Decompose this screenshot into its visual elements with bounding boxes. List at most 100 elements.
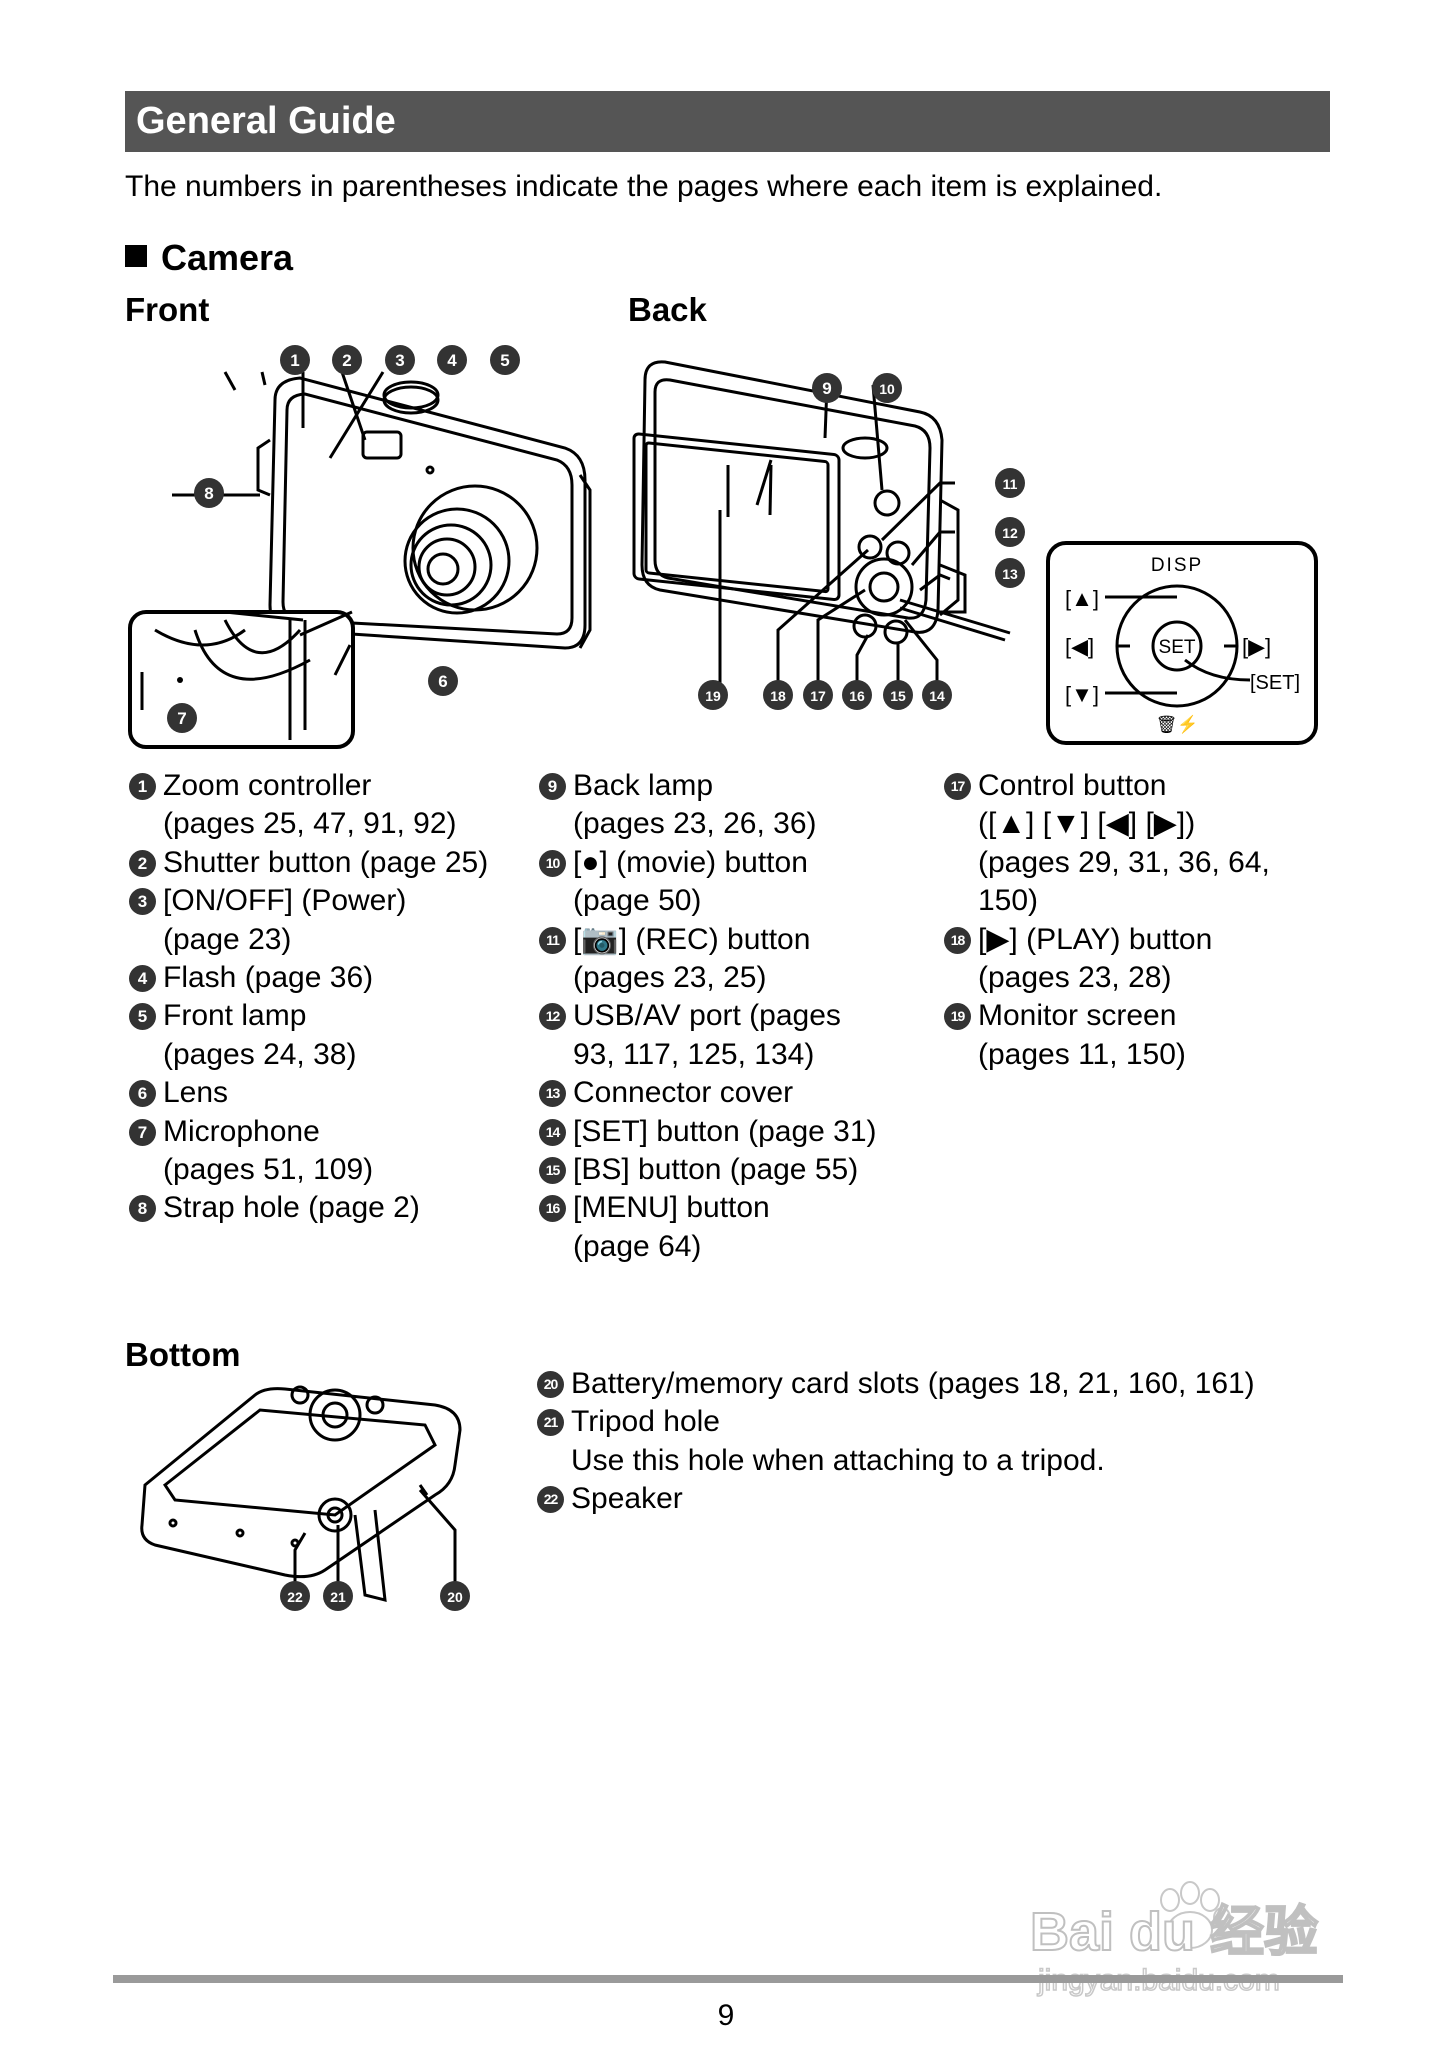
camera-heading-label: Camera <box>161 237 294 278</box>
bottom-leaders <box>293 1489 457 1588</box>
page-number: 9 <box>717 1999 735 2032</box>
front-callout-1: 1 <box>280 345 310 375</box>
items-bottom: 20 Battery/memory card slots (pages 18, 2… <box>533 1365 1333 1519</box>
baidu-watermark: Bai du 经验 jingyan.baidu.com <box>1030 1881 1319 1998</box>
front-heading: Front <box>125 291 210 328</box>
header-bar <box>125 91 1330 152</box>
svg-text:1: 1 <box>290 351 299 370</box>
dpad-inset: DISP [▲] [◀] [▶] [▼] SET [SET] 🗑⚡ <box>1046 541 1318 745</box>
item-text: [▶] (PLAY) button (pages 23, 28) <box>978 922 1213 995</box>
item-text: Zoom controller (pages 25, 47, 91, 92) <box>163 769 457 841</box>
back-callout-15: 15 <box>883 680 913 710</box>
list-item: 18[▶] (PLAY) button (pages 23, 28) <box>940 921 1340 998</box>
item-text: [ON/OFF] (Power) (page 23) <box>163 884 407 956</box>
item-text: [●] (movie) button (page 50) <box>573 845 808 918</box>
dpad-disp-label: DISP <box>1151 555 1203 576</box>
back-callout-16: 16 <box>842 680 872 710</box>
svg-text:5: 5 <box>500 351 509 370</box>
bottom-callout-22: 22 <box>280 1581 310 1611</box>
dpad-up-label: [▲] <box>1065 586 1099 611</box>
callout-number: 3 <box>129 888 156 916</box>
back-callout-9: 9 <box>812 373 842 403</box>
dpad-left-label: [◀] <box>1065 634 1094 659</box>
bottom-heading: Bottom <box>125 1336 241 1373</box>
item-text: Speaker <box>571 1482 683 1516</box>
callout-number: 8 <box>129 1195 156 1223</box>
svg-text:19: 19 <box>705 688 721 704</box>
svg-text:3: 3 <box>395 351 404 370</box>
callout-number: 4 <box>129 965 156 993</box>
callout-number: 1 <box>129 773 156 800</box>
dpad-right-label: [▶] <box>1242 634 1271 659</box>
back-callout-13: 13 <box>995 558 1025 588</box>
back-callout-10: 10 <box>872 373 902 403</box>
front-callout-2: 2 <box>332 345 362 375</box>
dpad-down-label: [▼] <box>1065 682 1099 707</box>
back-callout-18: 18 <box>763 680 793 710</box>
callout-number: 20 <box>537 1371 564 1398</box>
bottom-callout-20: 20 <box>440 1581 470 1611</box>
svg-text:8: 8 <box>204 484 213 503</box>
watermark-main: Bai du 经验 <box>1030 1902 1318 1962</box>
item-text: Strap hole (page 2) <box>163 1191 420 1225</box>
svg-text:7: 7 <box>177 709 186 728</box>
list-item: 9 Back lamp (pages 23, 26, 36) <box>535 767 935 844</box>
callout-number: 22 <box>537 1486 564 1514</box>
bottom-callout-21: 21 <box>323 1581 353 1611</box>
svg-text:20: 20 <box>447 1589 463 1605</box>
back-camera-illustration: 9 10 11 12 13 14 15 16 17 18 19 DISP [▲]… <box>632 360 1318 745</box>
svg-text:14: 14 <box>929 688 945 704</box>
front-leaders <box>140 371 385 710</box>
callout-number: 19 <box>944 1003 971 1031</box>
svg-text:22: 22 <box>287 1589 303 1605</box>
callout-number: 9 <box>539 773 566 800</box>
item-text: Shutter button (page 25) <box>163 845 489 879</box>
item-text: Battery/memory card slots (pages 18, 21,… <box>571 1367 1255 1400</box>
callout-number: 5 <box>129 1003 156 1031</box>
back-callout-11: 11 <box>995 468 1025 498</box>
item-text: [📷] (REC) button (pages 23, 25) <box>573 922 811 995</box>
intro-text: The numbers in parentheses indicate the … <box>125 170 1163 203</box>
list-item: 3[ON/OFF] (Power) (page 23) <box>125 882 520 959</box>
front-camera-illustration: 1 2 3 4 5 6 7 8 <box>128 345 592 749</box>
item-text: Monitor screen (pages 11, 150) <box>978 999 1186 1071</box>
callout-number: 7 <box>129 1118 156 1146</box>
dpad-set-label: [SET] <box>1250 672 1300 694</box>
front-callout-7: 7 <box>167 703 197 733</box>
item-text: Connector cover <box>573 1076 794 1110</box>
svg-text:4: 4 <box>447 351 457 370</box>
front-callout-4: 4 <box>437 345 467 375</box>
front-camera-drawing <box>256 376 592 650</box>
list-item: 14[SET] button (page 31) <box>535 1113 935 1151</box>
trash-flash-icon: 🗑⚡ <box>1156 714 1199 735</box>
svg-text:12: 12 <box>1002 525 1018 541</box>
list-item: 11[📷] (REC) button (pages 23, 25) <box>535 921 935 998</box>
svg-text:18: 18 <box>770 688 786 704</box>
back-callout-14: 14 <box>922 680 952 710</box>
callout-number: 2 <box>129 849 156 877</box>
item-text: Back lamp (pages 23, 26, 36) <box>573 769 817 841</box>
back-heading: Back <box>628 291 707 328</box>
item-text: [SET] button (page 31) <box>573 1114 877 1148</box>
paw-icon <box>1160 1881 1231 1949</box>
item-text: Control button ([▲] [▼] [◀] [▶]) (pages … <box>978 769 1270 918</box>
item-text: Tripod hole Use this hole when attaching… <box>571 1405 1105 1477</box>
svg-text:11: 11 <box>1003 476 1018 492</box>
callout-number: 11 <box>539 926 566 954</box>
dpad-set-center: SET <box>1159 637 1196 658</box>
svg-text:17: 17 <box>810 688 826 704</box>
back-callout-12: 12 <box>995 517 1025 547</box>
